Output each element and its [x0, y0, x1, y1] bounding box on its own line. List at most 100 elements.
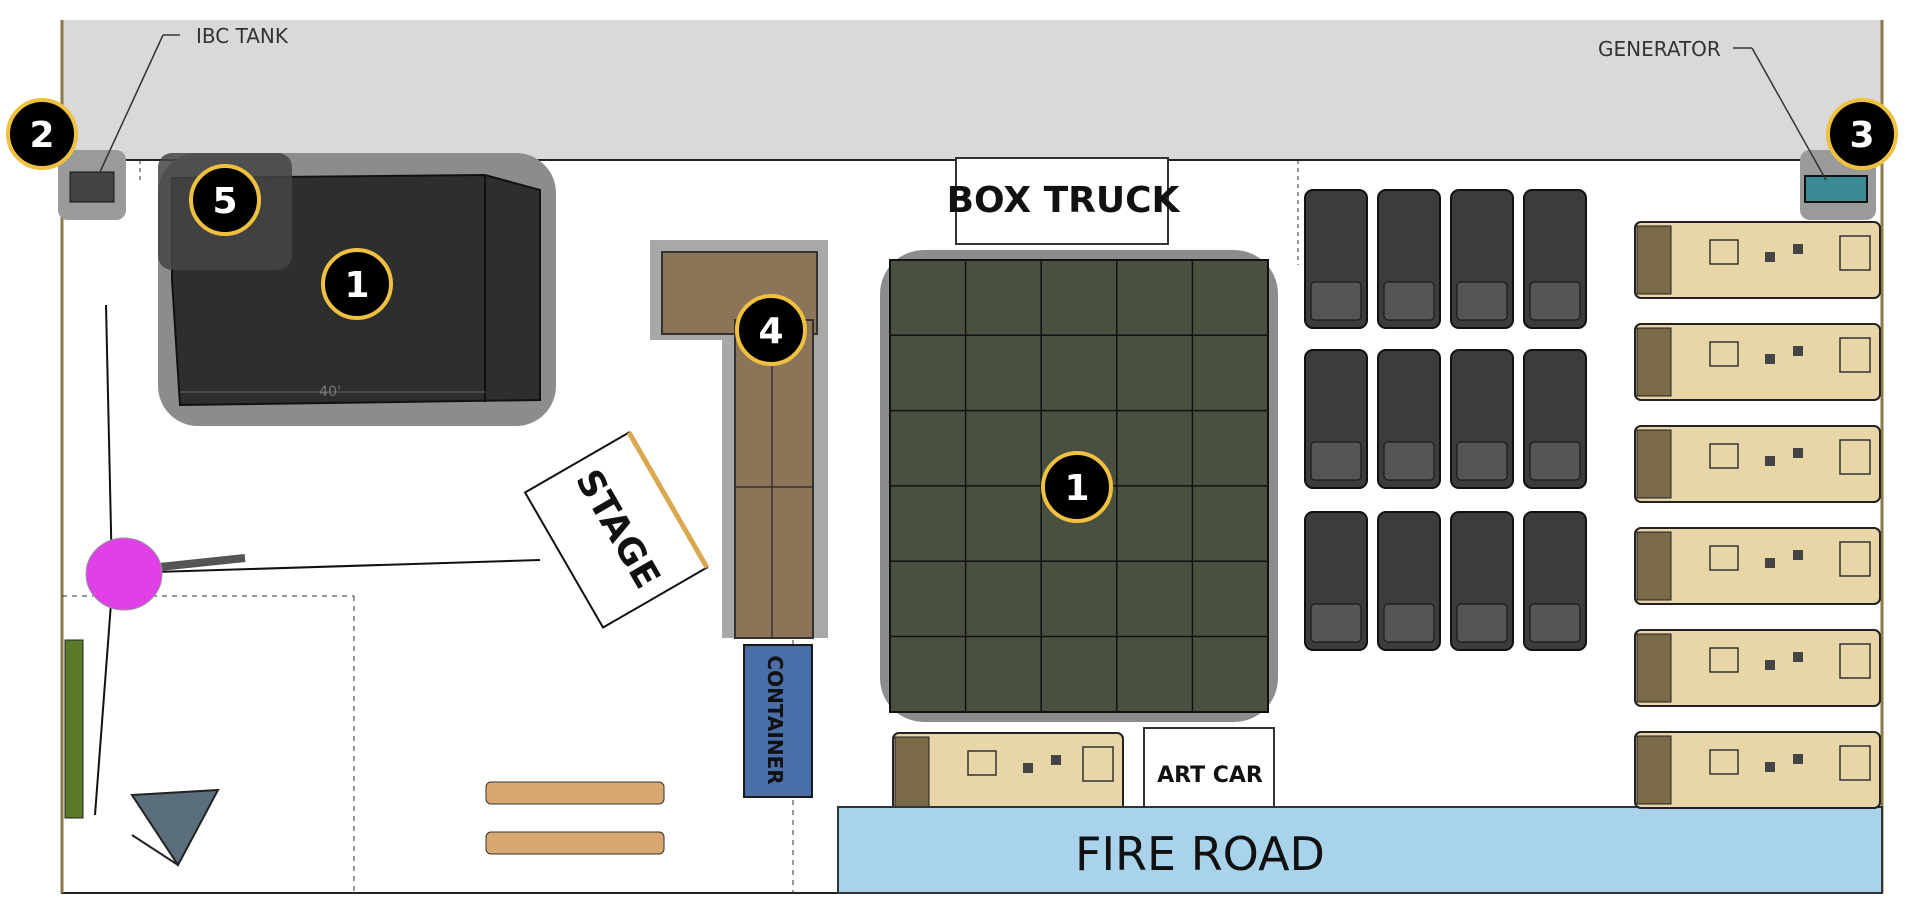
rv-cab: [1636, 225, 1672, 295]
rv-window: [1709, 239, 1739, 265]
guy-line: [105, 304, 113, 576]
rv-vent: [1765, 456, 1775, 466]
marker-label: 4: [758, 311, 783, 352]
dimension-label: 40': [319, 384, 341, 400]
rv-vehicle: [1634, 731, 1881, 809]
bench: [485, 831, 665, 855]
rv-vent: [1793, 550, 1803, 560]
magenta-balloon: [85, 537, 163, 611]
rv-vehicle: [1634, 629, 1881, 707]
rv-vent: [1023, 763, 1033, 773]
rv-vehicle: [1634, 527, 1881, 605]
rv-door: [1839, 235, 1871, 271]
pole-arm: [149, 554, 246, 572]
rv-column: [1634, 221, 1881, 809]
rv-body: [1634, 527, 1881, 605]
parked-car: [1377, 349, 1441, 489]
parked-car: [1304, 189, 1368, 329]
rv-vent: [1793, 244, 1803, 254]
parked-car: [1523, 349, 1587, 489]
rv-vent: [1765, 354, 1775, 364]
generator-leader-line: [1751, 47, 1827, 181]
marker-label: 3: [1849, 115, 1874, 156]
rv-door: [1839, 643, 1871, 679]
rv-vent: [1793, 448, 1803, 458]
box-truck-label: BOX TRUCK: [947, 180, 1181, 221]
rv-vent: [1793, 346, 1803, 356]
parked-car: [1377, 511, 1441, 651]
rv-vent: [1765, 660, 1775, 670]
rv-cab: [1636, 531, 1672, 601]
ibc-leader-line: [99, 34, 164, 173]
rv-cab: [1636, 327, 1672, 397]
rv-door: [1839, 439, 1871, 475]
marker-ibc-tank: 2: [6, 98, 78, 170]
container: [743, 644, 813, 798]
art-car: [1143, 727, 1275, 813]
rv-vent: [1793, 754, 1803, 764]
car-hood: [1456, 603, 1508, 643]
parked-car: [1523, 189, 1587, 329]
rv-window: [967, 750, 997, 776]
container-label: CONTAINER: [763, 655, 787, 784]
rv-cab: [1636, 633, 1672, 703]
rv-vehicle: [892, 732, 1124, 812]
stage: STAGE: [523, 431, 710, 629]
marker-label: 2: [29, 115, 54, 156]
parked-car: [1450, 349, 1514, 489]
guy-line: [123, 559, 541, 574]
box-truck: [955, 157, 1169, 245]
car-hood: [1529, 281, 1581, 321]
marker-tent-large: 1: [321, 248, 393, 320]
marker-shade-structure: 4: [735, 294, 807, 366]
car-hood: [1310, 281, 1362, 321]
car-hood: [1456, 281, 1508, 321]
car-hood: [1383, 603, 1435, 643]
marker-label: 5: [212, 181, 237, 222]
ibc-tank-callout: IBC TANK: [196, 24, 289, 48]
rv-window: [1709, 443, 1739, 469]
parked-car: [1450, 189, 1514, 329]
car-hood: [1310, 603, 1362, 643]
green-banner: [64, 639, 84, 819]
rv-body: [1634, 221, 1881, 299]
marker-small-zone: 5: [189, 164, 261, 236]
shade-structure: [734, 319, 814, 639]
bench: [485, 781, 665, 805]
rv-body: [1634, 323, 1881, 401]
parked-car: [1450, 511, 1514, 651]
rv-door: [1839, 337, 1871, 373]
rv-body: [1634, 629, 1881, 707]
parked-car: [1377, 189, 1441, 329]
car-hood: [1456, 441, 1508, 481]
stage-edge: [626, 431, 710, 569]
generator: [1804, 175, 1868, 203]
parked-car: [1304, 511, 1368, 651]
rv-vent: [1765, 762, 1775, 772]
rv-body: [1634, 425, 1881, 503]
rv: [892, 732, 1124, 812]
fire-road: [837, 806, 1883, 894]
marker-tent-grid: 1: [1041, 451, 1113, 523]
rv-vent: [1793, 652, 1803, 662]
rv-window: [1709, 647, 1739, 673]
parked-car: [1523, 511, 1587, 651]
ibc-tank: [69, 171, 115, 203]
small-tent: [130, 788, 220, 867]
marker-label: 1: [344, 265, 369, 306]
marker-label: 1: [1064, 468, 1089, 509]
rv-vent: [1051, 755, 1061, 765]
rv-vent: [1765, 252, 1775, 262]
rv-door: [1839, 745, 1871, 781]
rv-vehicle: [1634, 323, 1881, 401]
rv-window: [1709, 341, 1739, 367]
rv-cab: [894, 736, 930, 808]
rv-vehicle: [1634, 425, 1881, 503]
car-hood: [1310, 441, 1362, 481]
car-hood: [1383, 281, 1435, 321]
rv-vehicle: [1634, 221, 1881, 299]
small-tent-edge: [131, 834, 179, 866]
car-hood: [1529, 441, 1581, 481]
rv-cab: [1636, 429, 1672, 499]
